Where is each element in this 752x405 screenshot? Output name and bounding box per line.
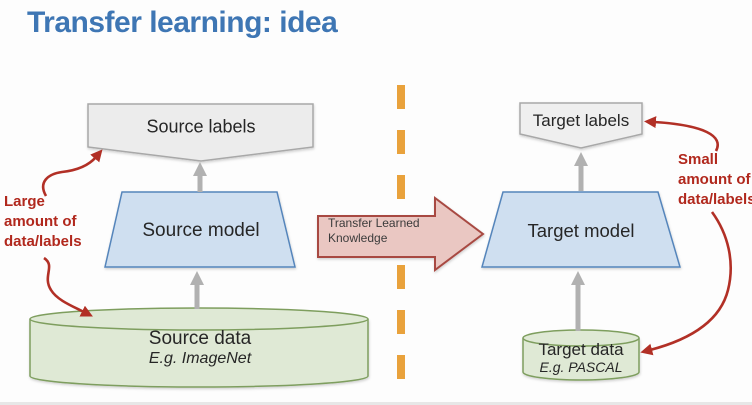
target-data-cylinder-body — [522, 338, 640, 381]
target-labels-text: Target labels — [532, 111, 630, 130]
source-model-text: Source model — [142, 220, 260, 241]
page-title: Transfer learning: idea — [27, 6, 338, 39]
small-amount-annotation: Small amount of data/labels — [678, 151, 752, 208]
target-model-text: Target model — [527, 220, 635, 241]
curved-red-arrow-icon-small-to-target-data — [640, 211, 732, 356]
target-data-example-text: E.g. PASCAL — [539, 359, 623, 375]
source-model-shape — [104, 191, 296, 268]
target-data-text: Target data — [538, 340, 624, 359]
target-data-cylinder-top — [522, 329, 640, 347]
target-labels-shape — [519, 102, 643, 149]
source-data-example-text: E.g. ImageNet — [148, 350, 252, 367]
target-model-shape — [481, 191, 682, 268]
transfer-arrow-label: Transfer Learned Knowledge — [328, 216, 420, 245]
bottom-edge-divider — [0, 402, 752, 405]
source-labels-text: Source labels — [146, 116, 256, 137]
source-labels-shape — [87, 103, 314, 162]
curved-red-arrow-icon-large-to-source-data — [43, 256, 93, 317]
curved-red-arrow-icon-large-to-source-labels — [41, 149, 103, 197]
source-data-text: Source data — [148, 328, 252, 349]
curved-red-arrow-icon-small-to-target-labels — [644, 116, 719, 152]
right-block-arrow-icon-transfer — [317, 196, 485, 272]
source-data-cylinder-body — [29, 319, 369, 388]
large-amount-annotation: Large amount of data/labels — [4, 193, 82, 250]
